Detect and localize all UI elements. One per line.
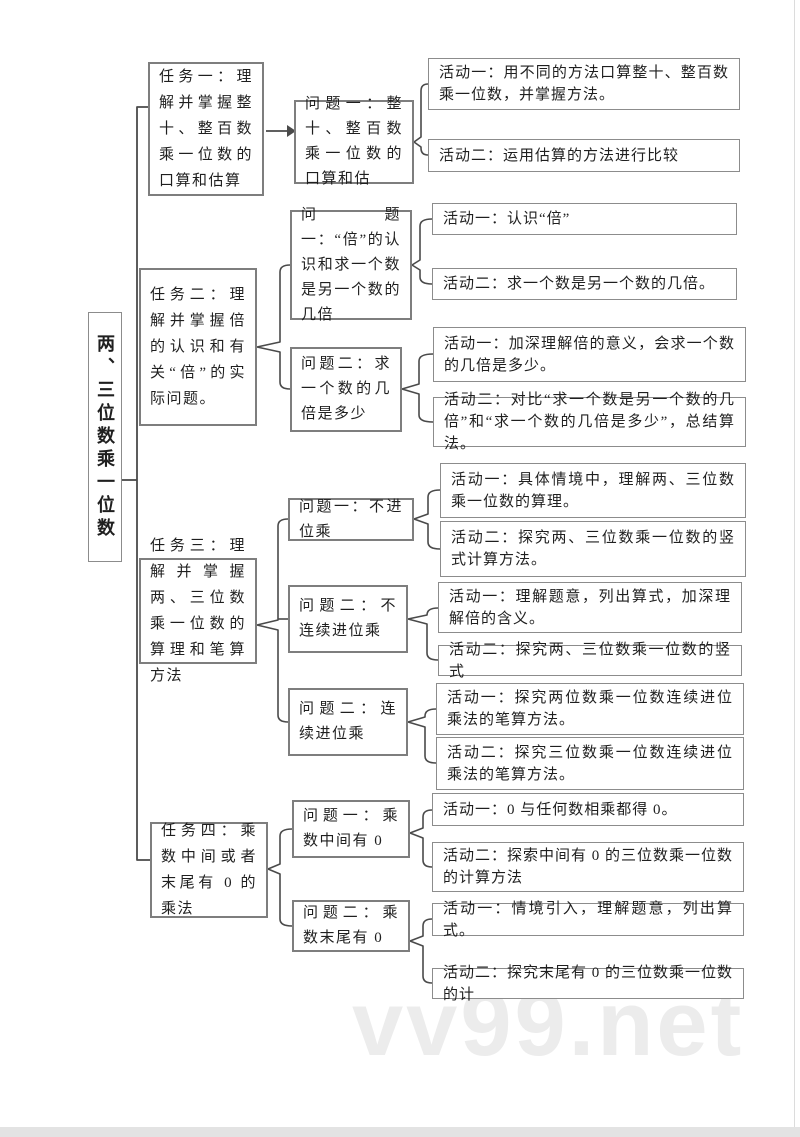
activity-node-3-3-2: 活动二：探究三位数乘一位数连续进位乘法的笔算方法。 xyxy=(436,737,744,790)
activity-node-2-1-2: 活动二：求一个数是另一个数的几倍。 xyxy=(432,268,737,300)
problem-node-2-1: 问题一：“倍”的认识和求一个数是另一个数的几倍 xyxy=(290,207,412,323)
activity-3-2-1-label: 活动一：理解题意，列出算式，加深理解倍的含义。 xyxy=(449,588,731,627)
page-edge-right xyxy=(794,0,795,1128)
activity-3-3-1-label: 活动一：探究两位数乘一位数连续进位乘法的笔算方法。 xyxy=(447,690,733,728)
activity-3-3-2-label: 活动二：探究三位数乘一位数连续进位乘法的笔算方法。 xyxy=(447,744,733,783)
activity-node-3-1-1: 活动一：具体情境中，理解两、三位数乘一位数的算理。 xyxy=(440,463,746,518)
task-1-label: 任务一：理解并掌握整十、整百数乘一位数的口算和估算 xyxy=(159,69,253,189)
problem-3-1-label: 问题一：不进位乘 xyxy=(299,498,403,540)
activity-node-1-1-2: 活动二：运用估算的方法进行比较 xyxy=(428,139,740,172)
activity-node-4-1-1: 活动一：0 与任何数相乘都得 0。 xyxy=(432,793,744,826)
root-label: 两、三位数乘一位数 xyxy=(95,333,115,541)
activity-1-1-1-label: 活动一：用不同的方法口算整十、整百数乘一位数，并掌握方法。 xyxy=(439,65,729,103)
task-2-label: 任务二：理解并掌握倍的认识和有关“倍”的实际问题。 xyxy=(150,287,246,407)
problem-node-2-2: 问题二：求一个数的几倍是多少 xyxy=(290,347,402,432)
activity-node-4-2-1: 活动一：情境引入，理解题意，列出算式。 xyxy=(432,901,744,939)
activity-node-3-3-1: 活动一：探究两位数乘一位数连续进位乘法的笔算方法。 xyxy=(436,683,744,735)
problem-node-3-1: 问题一：不进位乘 xyxy=(288,498,414,541)
problem-2-2-label: 问题二：求一个数的几倍是多少 xyxy=(301,356,391,422)
activity-3-1-2-label: 活动二：探究两、三位数乘一位数的竖式计算方法。 xyxy=(451,530,735,568)
problem-node-3-3: 问题二：连续进位乘 xyxy=(288,688,408,756)
activity-1-1-2-label: 活动二：运用估算的方法进行比较 xyxy=(439,147,680,164)
activity-4-2-1-label: 活动一：情境引入，理解题意，列出算式。 xyxy=(443,900,733,939)
activity-node-4-1-2: 活动二：探索中间有 0 的三位数乘一位数的计算方法 xyxy=(432,842,744,892)
activity-3-2-2-label: 活动二：探究两、三位数乘一位数的竖式 xyxy=(449,641,731,680)
root-node: 两、三位数乘一位数 xyxy=(88,312,122,562)
activity-2-2-1-label: 活动一：加深理解倍的意义，会求一个数的几倍是多少。 xyxy=(444,335,735,374)
activity-4-1-1-label: 活动一：0 与任何数相乘都得 0。 xyxy=(443,801,678,818)
problem-4-1-label: 问题一：乘数中间有 0 xyxy=(303,808,399,849)
task-node-4: 任务四：乘数中间或者末尾有 0 的乘法 xyxy=(150,822,268,918)
activity-node-3-1-2: 活动二：探究两、三位数乘一位数的竖式计算方法。 xyxy=(440,521,746,577)
activity-2-1-1-label: 活动一：认识“倍” xyxy=(443,211,571,227)
activity-3-1-1-label: 活动一：具体情境中，理解两、三位数乘一位数的算理。 xyxy=(451,471,735,510)
problem-4-2-label: 问题二：乘数末尾有 0 xyxy=(303,905,399,946)
task-node-1: 任务一：理解并掌握整十、整百数乘一位数的口算和估算 xyxy=(148,62,264,196)
activity-node-3-2-1: 活动一：理解题意，列出算式，加深理解倍的含义。 xyxy=(438,582,742,633)
activity-node-2-2-2: 活动二：对比“求一个数是另一个数的几倍”和“求一个数的几倍是多少”，总结算法。 xyxy=(433,392,746,452)
task-node-2: 任务二：理解并掌握倍的认识和有关“倍”的实际问题。 xyxy=(139,268,257,426)
problem-2-1-label: 问题一：“倍”的认识和求一个数是另一个数的几倍 xyxy=(301,206,401,323)
problem-node-3-2: 问题二：不连续进位乘 xyxy=(288,585,408,653)
activity-node-2-1-1: 活动一：认识“倍” xyxy=(432,203,737,235)
activity-node-2-2-1: 活动一：加深理解倍的意义，会求一个数的几倍是多少。 xyxy=(433,327,746,382)
activity-2-1-2-label: 活动二：求一个数是另一个数的几倍。 xyxy=(443,276,716,292)
problem-node-4-2: 问题二：乘数末尾有 0 xyxy=(292,900,410,952)
problem-node-4-1: 问题一：乘数中间有 0 xyxy=(292,800,410,858)
task-4-label: 任务四：乘数中间或者末尾有 0 的乘法 xyxy=(161,823,257,917)
problem-3-2-label: 问题二：不连续进位乘 xyxy=(299,598,397,639)
page-edge-bottom xyxy=(0,1127,800,1137)
activity-4-2-2-label: 活动二：探究末尾有 0 的三位数乘一位数的计 xyxy=(443,964,734,1003)
problem-1-1-label: 问题一：整十、整百数乘一位数的口算和估 xyxy=(305,96,403,187)
problem-node-1-1: 问题一：整十、整百数乘一位数的口算和估 xyxy=(294,96,414,187)
task-3-label: 任务三：理解并掌握两、三位数乘一位数的算理和笔算方法 xyxy=(150,538,246,684)
task-node-3: 任务三：理解并掌握两、三位数乘一位数的算理和笔算方法 xyxy=(139,538,257,684)
activity-2-2-2-label: 活动二：对比“求一个数是另一个数的几倍”和“求一个数的几倍是多少”，总结算法。 xyxy=(444,392,735,452)
activity-node-4-2-2: 活动二：探究末尾有 0 的三位数乘一位数的计 xyxy=(432,965,744,1003)
activity-node-3-2-2: 活动二：探究两、三位数乘一位数的竖式 xyxy=(438,642,742,680)
activity-4-1-2-label: 活动二：探索中间有 0 的三位数乘一位数的计算方法 xyxy=(443,848,734,886)
activity-node-1-1-1: 活动一：用不同的方法口算整十、整百数乘一位数，并掌握方法。 xyxy=(428,58,740,110)
problem-3-3-label: 问题二：连续进位乘 xyxy=(299,701,397,742)
